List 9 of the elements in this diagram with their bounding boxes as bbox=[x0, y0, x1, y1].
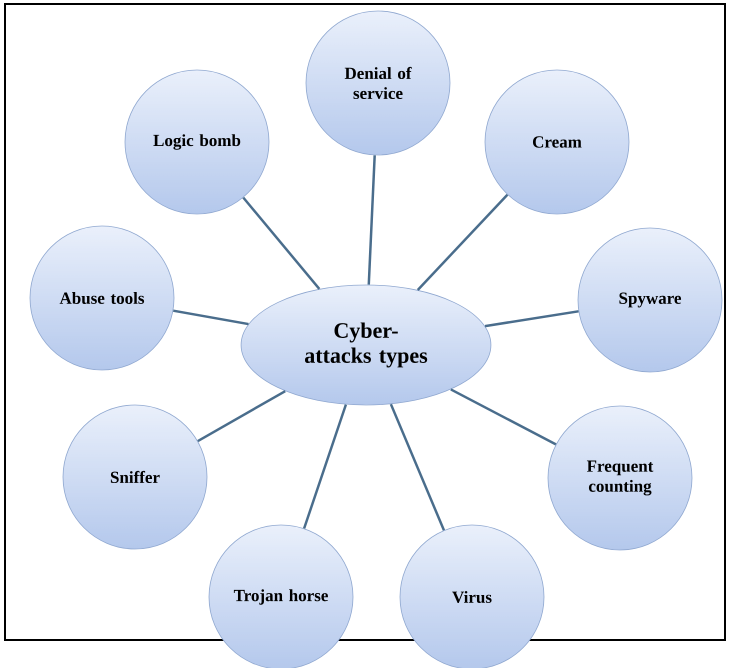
connector-line bbox=[484, 310, 579, 328]
connector-line bbox=[173, 309, 249, 326]
connector-line bbox=[390, 404, 446, 531]
connector-line bbox=[450, 388, 556, 446]
connector-line bbox=[416, 194, 508, 291]
connector-line bbox=[197, 390, 286, 442]
connector-line bbox=[368, 155, 376, 285]
connector-line bbox=[302, 404, 348, 529]
connector-line bbox=[242, 196, 320, 290]
